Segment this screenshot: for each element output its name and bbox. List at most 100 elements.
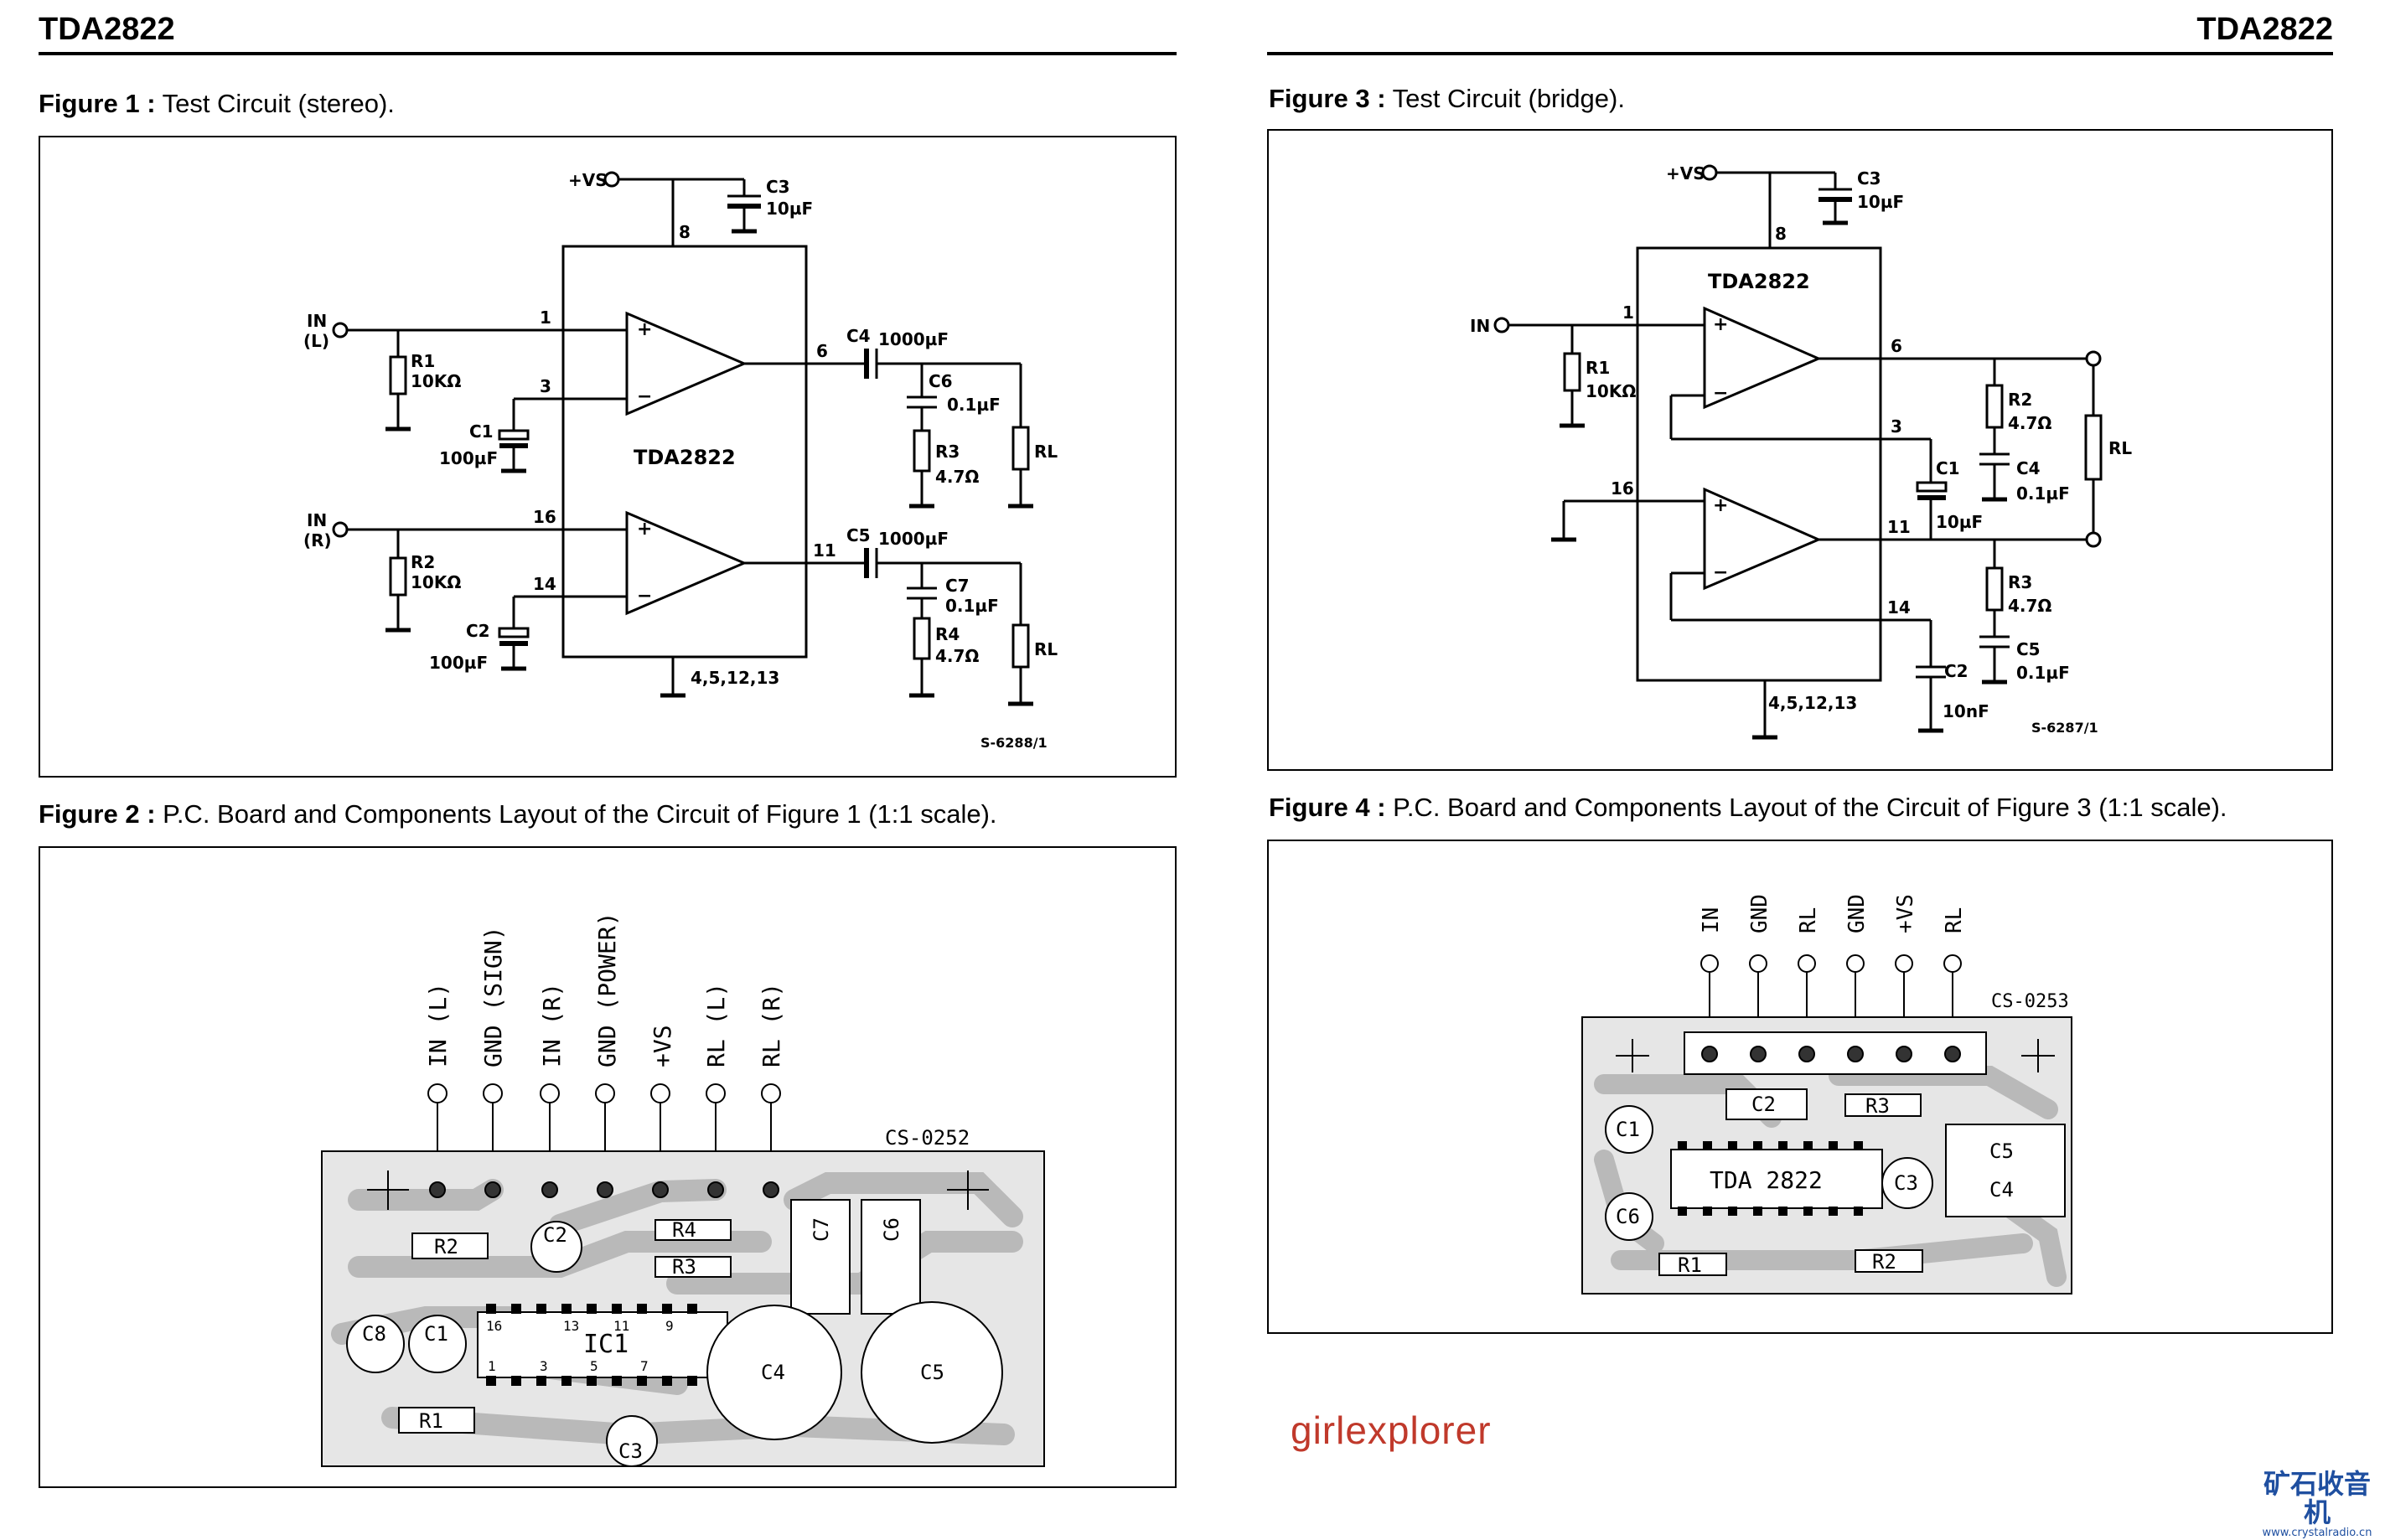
fig1-vs-label: +VS bbox=[568, 170, 608, 190]
fig2-ic-pin-5: 5 bbox=[590, 1358, 598, 1374]
fig1-r2-label: R2 bbox=[411, 552, 435, 572]
header-rule-right bbox=[1267, 52, 2333, 55]
fig2-pin-in-l: IN (L) bbox=[424, 983, 452, 1067]
fig3-pin6: 6 bbox=[1891, 336, 1902, 356]
fig3-c2-value: 10nF bbox=[1943, 701, 1989, 721]
fig3-vs-label: +VS bbox=[1666, 163, 1705, 183]
figure1-schematic: +VS C3 10µF 8 IN (L) IN (R) R1 10KΩ R2 1… bbox=[303, 170, 1058, 751]
fig2-part-r4: R4 bbox=[672, 1218, 696, 1242]
fig4-pin-gnd-2: GND bbox=[1844, 894, 1870, 933]
figure2-frame: IN (L) GND (SIGN) IN (R) GND (POWER) +VS… bbox=[39, 846, 1177, 1488]
fig2-ref: CS-0252 bbox=[885, 1126, 970, 1150]
fig3-pin16: 16 bbox=[1611, 478, 1634, 499]
fig1-r1-label: R1 bbox=[411, 351, 435, 371]
fig1-r4-value: 4.7Ω bbox=[935, 646, 979, 666]
fig3-pin14: 14 bbox=[1887, 597, 1911, 618]
fig4-part-c6: C6 bbox=[1616, 1205, 1640, 1228]
fig1-in-r: IN bbox=[307, 510, 327, 530]
fig2-ic-pin-13: 13 bbox=[563, 1318, 579, 1334]
fig1-c3-value: 10µF bbox=[766, 199, 813, 219]
fig4-pin-rl-2: RL bbox=[1942, 907, 1967, 933]
fig3-c4-value: 0.1µF bbox=[2016, 483, 2070, 504]
fig4-ref: CS-0253 bbox=[1991, 991, 2069, 1012]
figure4-caption: Figure 4 : P.C. Board and Components Lay… bbox=[1269, 793, 2227, 823]
svg-text:+: + bbox=[637, 519, 652, 540]
fig1-pin1: 1 bbox=[540, 307, 551, 328]
fig1-in-l: IN bbox=[307, 311, 327, 331]
svg-text:+: + bbox=[1713, 495, 1728, 516]
fig2-part-r3: R3 bbox=[672, 1255, 696, 1279]
fig2-pin-rl-l: RL (L) bbox=[702, 983, 730, 1067]
fig2-pin-vs: +VS bbox=[649, 1025, 676, 1067]
fig1-c3-label: C3 bbox=[766, 177, 790, 197]
fig3-rl-label: RL bbox=[2108, 438, 2132, 458]
fig1-c6-value: 0.1µF bbox=[947, 395, 1001, 415]
figure4-pcb: IN GND RL GND +VS RL CS-0253 bbox=[1581, 894, 2072, 1295]
figure1-caption: Figure 1 : Test Circuit (stereo). bbox=[39, 89, 395, 119]
fig1-pin8: 8 bbox=[679, 222, 691, 242]
figure1-caption-text: Test Circuit (stereo). bbox=[162, 89, 395, 118]
fig1-pin3: 3 bbox=[540, 376, 551, 396]
fig3-c5-value: 0.1µF bbox=[2016, 663, 2070, 683]
fig3-c3-value: 10µF bbox=[1857, 192, 1904, 212]
fig1-pin16: 16 bbox=[533, 507, 556, 527]
fig1-c2-label: C2 bbox=[466, 621, 490, 641]
fig2-pin-gnd-sign: GND (SIGN) bbox=[479, 926, 507, 1067]
fig2-part-c5: C5 bbox=[920, 1361, 944, 1384]
fig3-pin8: 8 bbox=[1775, 224, 1787, 244]
fig4-pin-vs: +VS bbox=[1893, 894, 1918, 933]
fig3-gnd-pins: 4,5,12,13 bbox=[1768, 693, 1857, 713]
fig1-gnd-pins: 4,5,12,13 bbox=[691, 668, 779, 688]
fig2-ic-pin-11: 11 bbox=[613, 1318, 629, 1334]
fig3-chip-label: TDA2822 bbox=[1708, 270, 1810, 293]
fig2-part-c1: C1 bbox=[424, 1322, 448, 1346]
fig1-rl-label-right: RL bbox=[1034, 639, 1058, 659]
fig1-chip-label: TDA2822 bbox=[634, 446, 736, 469]
fig4-part-c4: C4 bbox=[1989, 1178, 2014, 1202]
fig1-ref: S-6288/1 bbox=[980, 735, 1048, 751]
fig1-pin6: 6 bbox=[816, 341, 828, 361]
fig4-pin-gnd-1: GND bbox=[1747, 894, 1772, 933]
fig2-ic-pin-9: 9 bbox=[665, 1318, 674, 1334]
watermark-text: girlexplorer bbox=[1291, 1408, 1492, 1452]
fig4-part-r1: R1 bbox=[1678, 1253, 1702, 1277]
figure2-label: Figure 2 : bbox=[39, 799, 156, 829]
fig1-c5-value: 1000µF bbox=[878, 529, 949, 549]
fig2-pin-rl-r: RL (R) bbox=[758, 983, 785, 1067]
figure3-schematic: +VS C3 10µF 8 TDA2822 IN 1 16 6 3 11 14 … bbox=[1470, 163, 2132, 740]
fig2-part-c7: C7 bbox=[810, 1217, 833, 1242]
figure3-frame: +VS C3 10µF 8 TDA2822 IN 1 16 6 3 11 14 … bbox=[1267, 129, 2333, 771]
fig2-part-c6: C6 bbox=[880, 1217, 903, 1242]
fig4-pin-in: IN bbox=[1699, 907, 1724, 933]
page-header-right: TDA2822 bbox=[2196, 12, 2333, 47]
fig2-part-ic1: IC1 bbox=[583, 1330, 629, 1359]
fig3-pin3: 3 bbox=[1891, 416, 1902, 437]
fig1-c7-value: 0.1µF bbox=[945, 596, 999, 616]
figure3-label: Figure 3 : bbox=[1269, 84, 1386, 113]
svg-text:−: − bbox=[1713, 383, 1728, 404]
site-logo-main: 矿石收音机 bbox=[2263, 1468, 2371, 1528]
fig2-ic-pin-7: 7 bbox=[640, 1358, 649, 1374]
figure1-frame: +VS C3 10µF 8 IN (L) IN (R) R1 10KΩ R2 1… bbox=[39, 136, 1177, 778]
fig2-part-c8: C8 bbox=[362, 1322, 386, 1346]
fig4-part-c2: C2 bbox=[1751, 1093, 1776, 1116]
fig3-r1-value: 10KΩ bbox=[1586, 381, 1636, 401]
fig4-part-r3: R3 bbox=[1865, 1094, 1890, 1118]
fig2-ic-pin-3: 3 bbox=[540, 1358, 548, 1374]
header-rule-left bbox=[39, 52, 1177, 55]
fig1-c6-label: C6 bbox=[929, 371, 953, 391]
fig3-c2-label: C2 bbox=[1944, 661, 1969, 681]
page-header-left: TDA2822 bbox=[39, 12, 175, 47]
fig4-part-r2: R2 bbox=[1872, 1250, 1896, 1274]
fig2-pin-gnd-power: GND (POWER) bbox=[593, 912, 621, 1067]
fig2-part-c3: C3 bbox=[618, 1439, 643, 1463]
fig1-r2-value: 10KΩ bbox=[411, 572, 461, 592]
fig2-pin-in-r: IN (R) bbox=[538, 983, 566, 1067]
figure3-caption-text: Test Circuit (bridge). bbox=[1392, 84, 1625, 113]
fig3-ref: S-6287/1 bbox=[2031, 720, 2098, 736]
fig1-c4-value: 1000µF bbox=[878, 329, 949, 349]
svg-text:−: − bbox=[637, 586, 652, 607]
fig1-in-r-suffix: (R) bbox=[303, 530, 332, 550]
fig1-c1-label: C1 bbox=[469, 421, 494, 442]
fig3-in-label: IN bbox=[1470, 316, 1490, 336]
